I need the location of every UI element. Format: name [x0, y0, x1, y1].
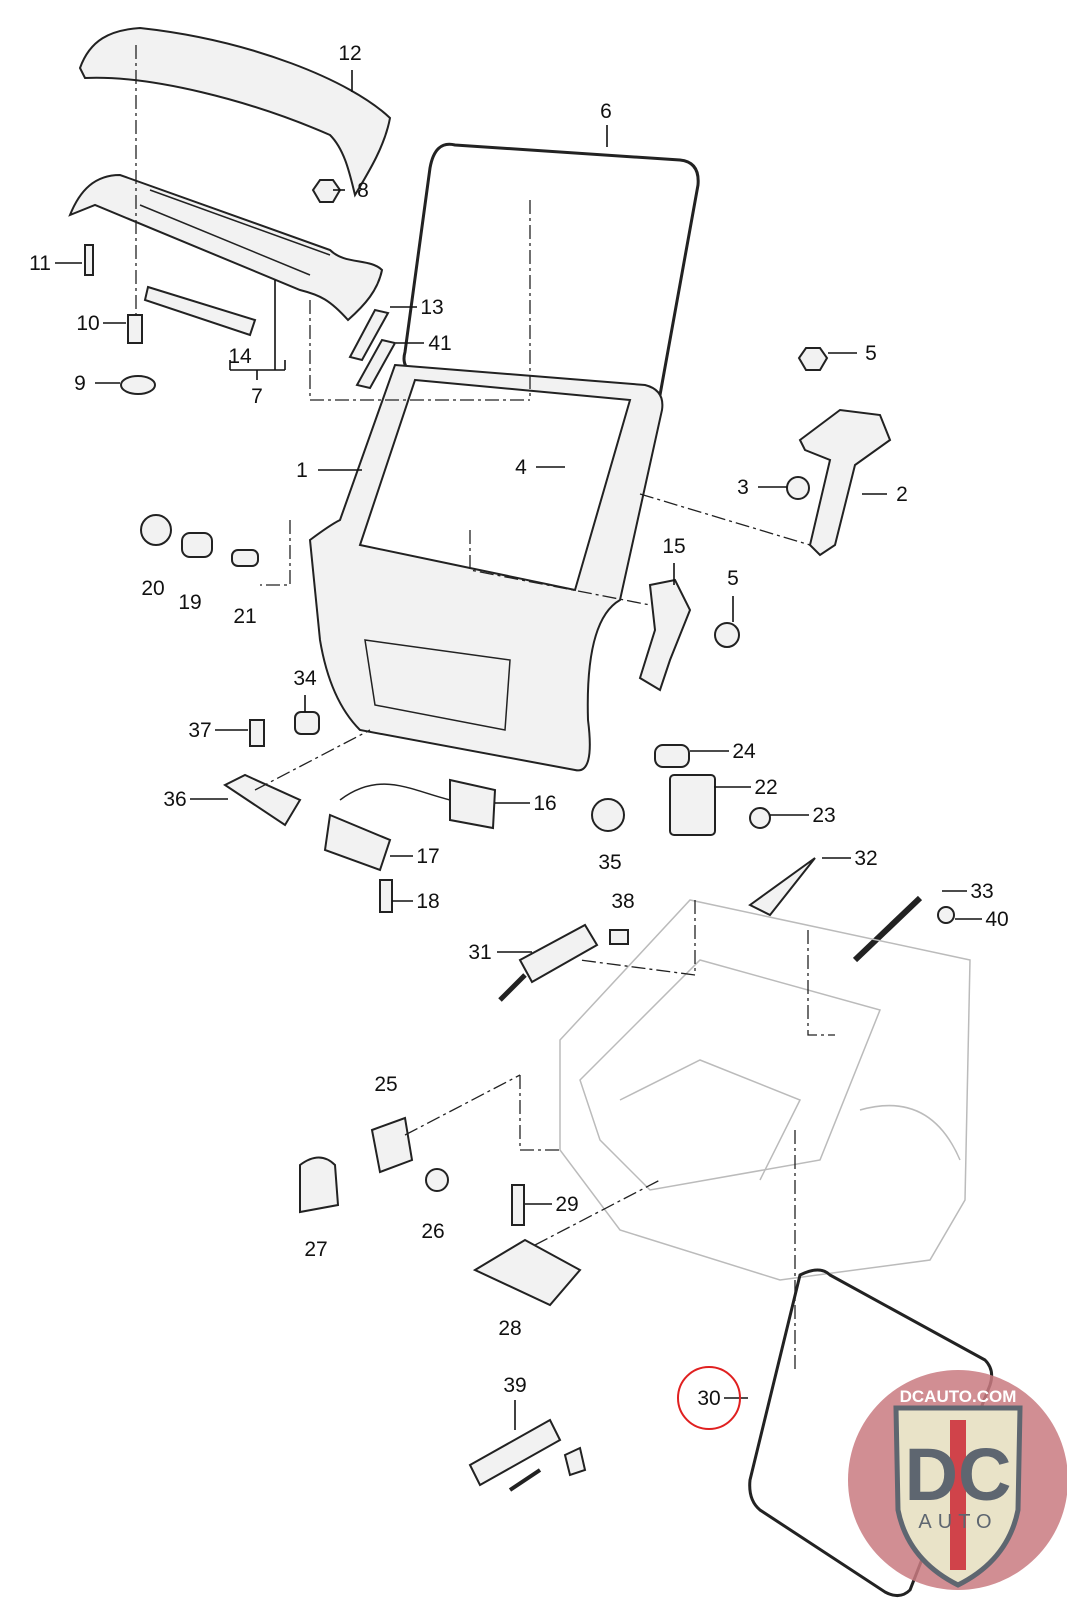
callout-23: 23	[812, 804, 835, 827]
callout-28: 28	[498, 1317, 521, 1340]
callout-26: 26	[421, 1220, 444, 1243]
part-32	[748, 857, 816, 917]
car-body-outline	[559, 899, 971, 1281]
part-tailgate	[308, 363, 664, 772]
part-39-tube	[468, 1418, 587, 1492]
part-36	[223, 773, 302, 827]
callout-12: 12	[338, 42, 361, 65]
part-33-strut	[852, 895, 923, 963]
part-spoiler-frame	[68, 173, 384, 322]
callout-8: 8	[357, 179, 369, 202]
part-28	[472, 1238, 582, 1307]
callout-1: 1	[296, 459, 308, 482]
part-14	[143, 285, 257, 337]
callout-39: 39	[503, 1374, 526, 1397]
callout-4: 4	[515, 456, 527, 479]
callout-30: 30	[697, 1387, 720, 1410]
callout-37: 37	[188, 719, 211, 742]
callout-17: 17	[416, 845, 439, 868]
callout-32: 32	[854, 847, 877, 870]
callout-bracket	[229, 280, 286, 380]
callout-14: 14	[228, 345, 252, 368]
callout-40: 40	[985, 908, 1008, 931]
callout-25: 25	[374, 1073, 397, 1096]
callout-33: 33	[970, 880, 993, 903]
part-41	[355, 338, 397, 390]
callout-41: 41	[428, 332, 451, 355]
callout-34: 34	[293, 667, 317, 690]
callout-9: 9	[74, 372, 86, 395]
callout-27: 27	[304, 1238, 327, 1261]
part-16	[449, 778, 497, 830]
callout-18: 18	[416, 890, 439, 913]
callout-2: 2	[896, 483, 908, 506]
logo-letters: DC	[905, 1433, 1012, 1516]
callout-31: 31	[468, 941, 491, 964]
part-hinge	[798, 408, 892, 557]
callout-24: 24	[732, 740, 756, 763]
logo-sub-text: AUTO	[918, 1511, 997, 1533]
callout-10: 10	[76, 312, 99, 335]
callout-3: 3	[737, 476, 749, 499]
callout-35: 35	[598, 851, 621, 874]
callout-7: 7	[251, 385, 263, 408]
highlight-circle	[677, 1366, 741, 1430]
callout-11: 11	[29, 252, 51, 275]
callout-15: 15	[662, 535, 685, 558]
part-30-seal	[748, 1268, 994, 1597]
dcauto-logo: DCAUTO.COM DC AUTO	[848, 1370, 1067, 1590]
part-27	[299, 1156, 340, 1214]
callout-21: 21	[233, 605, 256, 628]
callout-5: 5	[865, 342, 877, 365]
callout-6: 6	[600, 100, 612, 123]
logo-top-text: DCAUTO.COM	[900, 1387, 1017, 1406]
part-spoiler	[78, 26, 392, 198]
callout-16: 16	[533, 792, 556, 815]
part-25	[370, 1116, 414, 1174]
callout-22: 22	[754, 776, 777, 799]
part-17	[323, 813, 392, 872]
callout-19: 19	[178, 591, 201, 614]
callout-5: 5	[727, 567, 739, 590]
part-31-strut	[498, 923, 599, 1002]
callout-29: 29	[555, 1193, 578, 1216]
assembly-lines	[135, 45, 835, 1370]
part-15	[638, 578, 692, 692]
callout-13: 13	[420, 296, 443, 319]
callout-36: 36	[163, 788, 186, 811]
part-13	[348, 308, 390, 362]
callout-38: 38	[611, 890, 634, 913]
callout-20: 20	[141, 577, 164, 600]
